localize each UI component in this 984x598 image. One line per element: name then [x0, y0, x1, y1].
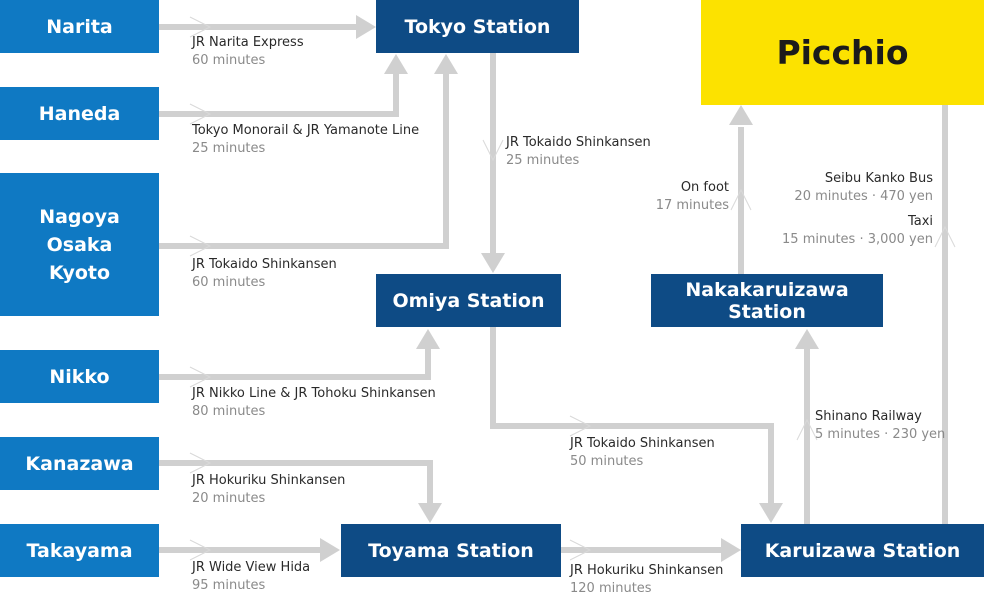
station-tokyo: Tokyo Station — [376, 0, 579, 53]
arrow-kansai-tokyo — [159, 72, 449, 249]
route-label-kanazawa-toyama: JR Hokuriku Shinkansen 20 minutes — [192, 472, 345, 508]
route-line: JR Tokaido Shinkansen — [192, 257, 337, 272]
station-nakakaruizawa-label: Nakakaruizawa Station — [685, 278, 849, 323]
route-time: 5 minutes · 230 yen — [815, 427, 946, 442]
origin-narita-label: Narita — [46, 15, 113, 38]
route-time: 60 minutes — [192, 53, 266, 68]
origin-haneda-label: Haneda — [38, 102, 121, 125]
station-omiya-label: Omiya Station — [392, 289, 545, 312]
route-line: On foot — [680, 180, 729, 195]
route-line: JR Nikko Line & JR Tohoku Shinkansen — [192, 386, 436, 401]
station-toyama: Toyama Station — [341, 524, 561, 577]
station-omiya: Omiya Station — [376, 274, 561, 327]
origin-nagoya-label: Nagoya — [39, 205, 120, 228]
station-toyama-label: Toyama Station — [368, 539, 534, 562]
route-time: 80 minutes — [192, 404, 266, 419]
route-line: JR Tokaido Shinkansen — [570, 436, 715, 451]
origin-kanazawa: Kanazawa — [0, 437, 159, 490]
station-karuizawa: Karuizawa Station — [741, 524, 984, 577]
origin-kanazawa-label: Kanazawa — [25, 452, 134, 475]
station-nakakaruizawa: Nakakaruizawa Station — [651, 274, 883, 327]
route-label-nakakaruizawa-picchio: On foot 17 minutes — [656, 179, 729, 215]
route-line: Seibu Kanko Bus — [824, 171, 933, 186]
route-line: Tokyo Monorail & JR Yamanote Line — [192, 123, 420, 138]
route-time: 17 minutes — [655, 198, 729, 213]
destination-picchio: Picchio — [701, 0, 984, 105]
route-line: JR Tokaido Shinkansen — [506, 135, 651, 150]
route-time: 60 minutes — [192, 275, 266, 290]
arrow-omiya-karuizawa — [490, 327, 774, 505]
route-label-takayama-toyama: JR Wide View Hida 95 minutes — [192, 559, 310, 595]
arrow-haneda-tokyo — [159, 72, 399, 117]
destination-label: Picchio — [776, 33, 909, 72]
origin-takayama: Takayama — [0, 524, 159, 577]
route-label-kansai-tokyo: JR Tokaido Shinkansen 60 minutes — [192, 256, 337, 292]
route-time: 25 minutes — [192, 141, 266, 156]
origin-haneda: Haneda — [0, 87, 159, 140]
route-label-karuizawa-picchio-bus: Seibu Kanko Bus 20 minutes · 470 yen — [794, 170, 933, 206]
route-label-haneda-tokyo: Tokyo Monorail & JR Yamanote Line 25 min… — [192, 122, 419, 158]
route-label-nikko-omiya: JR Nikko Line & JR Tohoku Shinkansen 80 … — [192, 385, 436, 421]
route-line: JR Hokuriku Shinkansen — [192, 473, 346, 488]
route-time: 120 minutes — [570, 581, 652, 596]
origin-takayama-label: Takayama — [26, 539, 133, 562]
route-time: 15 minutes · 3,000 yen — [782, 232, 933, 247]
route-line: JR Wide View Hida — [192, 560, 311, 575]
route-time: 20 minutes — [192, 491, 266, 506]
arrow-kanazawa-toyama — [159, 460, 433, 505]
route-line: JR Narita Express — [192, 35, 304, 50]
route-label-tokyo-omiya: JR Tokaido Shinkansen 25 minutes — [506, 134, 651, 170]
route-time: 50 minutes — [570, 454, 644, 469]
route-line: JR Hokuriku Shinkansen — [570, 563, 724, 578]
origin-osaka-label: Osaka — [46, 233, 113, 256]
route-time: 95 minutes — [192, 578, 266, 593]
origin-narita: Narita — [0, 0, 159, 53]
arrow-nikko-omiya — [159, 348, 431, 380]
route-label-narita-tokyo: JR Narita Express 60 minutes — [192, 34, 304, 70]
station-karuizawa-label: Karuizawa Station — [764, 539, 961, 562]
station-tokyo-label: Tokyo Station — [404, 15, 551, 38]
route-line: Taxi — [907, 214, 933, 229]
origin-kyoto-label: Kyoto — [48, 261, 111, 284]
route-time: 20 minutes · 470 yen — [794, 189, 933, 204]
origin-kansai: Nagoya Osaka Kyoto — [0, 173, 159, 316]
route-label-omiya-karuizawa: JR Tokaido Shinkansen 50 minutes — [570, 435, 715, 471]
origin-nikko: Nikko — [0, 350, 159, 403]
route-label-karuizawa-picchio-taxi: Taxi 15 minutes · 3,000 yen — [782, 213, 933, 249]
route-label-toyama-karuizawa: JR Hokuriku Shinkansen 120 minutes — [570, 562, 723, 598]
route-line: Shinano Railway — [815, 409, 922, 424]
route-time: 25 minutes — [506, 153, 580, 168]
route-label-karuizawa-nakakaruizawa: Shinano Railway 5 minutes · 230 yen — [815, 408, 945, 444]
origin-nikko-label: Nikko — [49, 365, 110, 388]
